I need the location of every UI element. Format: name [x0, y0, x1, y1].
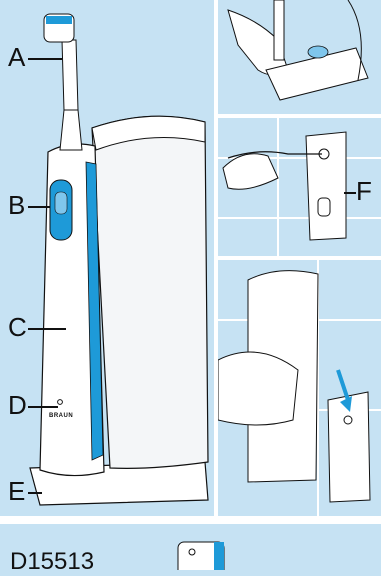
toothbrush-illustration [0, 0, 214, 516]
leader-line-e [28, 492, 42, 494]
leader-line-a [28, 58, 62, 60]
leader-line-f [344, 192, 356, 194]
label-b: B [8, 192, 25, 218]
label-f: F [356, 178, 372, 204]
hand-placing-head-illustration [218, 0, 381, 114]
main-product-panel: A B C D E BRAUN [0, 0, 214, 516]
label-a: A [8, 44, 25, 70]
step-panel-bottom [218, 260, 381, 516]
leader-line-d [28, 406, 58, 408]
leader-line-b [28, 206, 50, 208]
label-d: D [8, 392, 27, 418]
model-code: D15513 [10, 548, 94, 576]
step-panel-middle: F [218, 118, 381, 256]
step-panel-top [218, 0, 381, 114]
brand-logo: BRAUN [49, 413, 73, 419]
label-c: C [8, 314, 27, 340]
attach-holder-illustration [218, 260, 381, 516]
leader-line-c [28, 328, 66, 330]
horizontal-divider-bottom [0, 516, 381, 524]
label-e: E [8, 478, 25, 504]
